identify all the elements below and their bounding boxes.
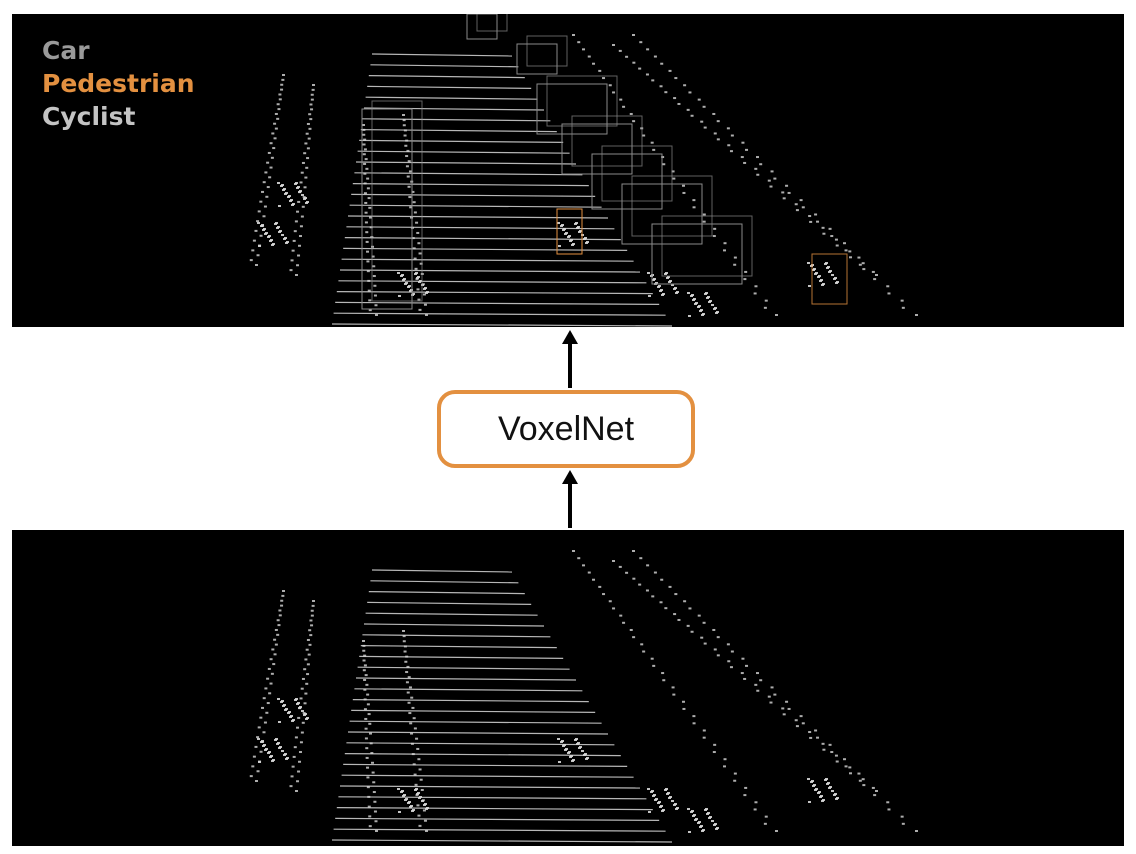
up-arrow-output [562,330,578,388]
voxelnet-label: VoxelNet [497,409,635,448]
voxelnet-box: VoxelNet [437,390,695,468]
lidar-scan-lines [249,550,918,843]
lidar-scan-lines [249,34,918,327]
output-point-cloud [249,14,918,327]
output-point-cloud-panel: Car Pedestrian Cyclist [12,14,1124,327]
up-arrow-input [562,470,578,528]
legend-item-car: Car [42,36,90,65]
legend-item-pedestrian: Pedestrian [42,69,195,98]
class-legend: Car Pedestrian Cyclist [42,34,195,133]
detection-boxes [361,14,848,310]
input-point-cloud [249,550,918,843]
input-point-cloud-panel [12,530,1124,846]
legend-item-cyclist: Cyclist [42,102,136,131]
